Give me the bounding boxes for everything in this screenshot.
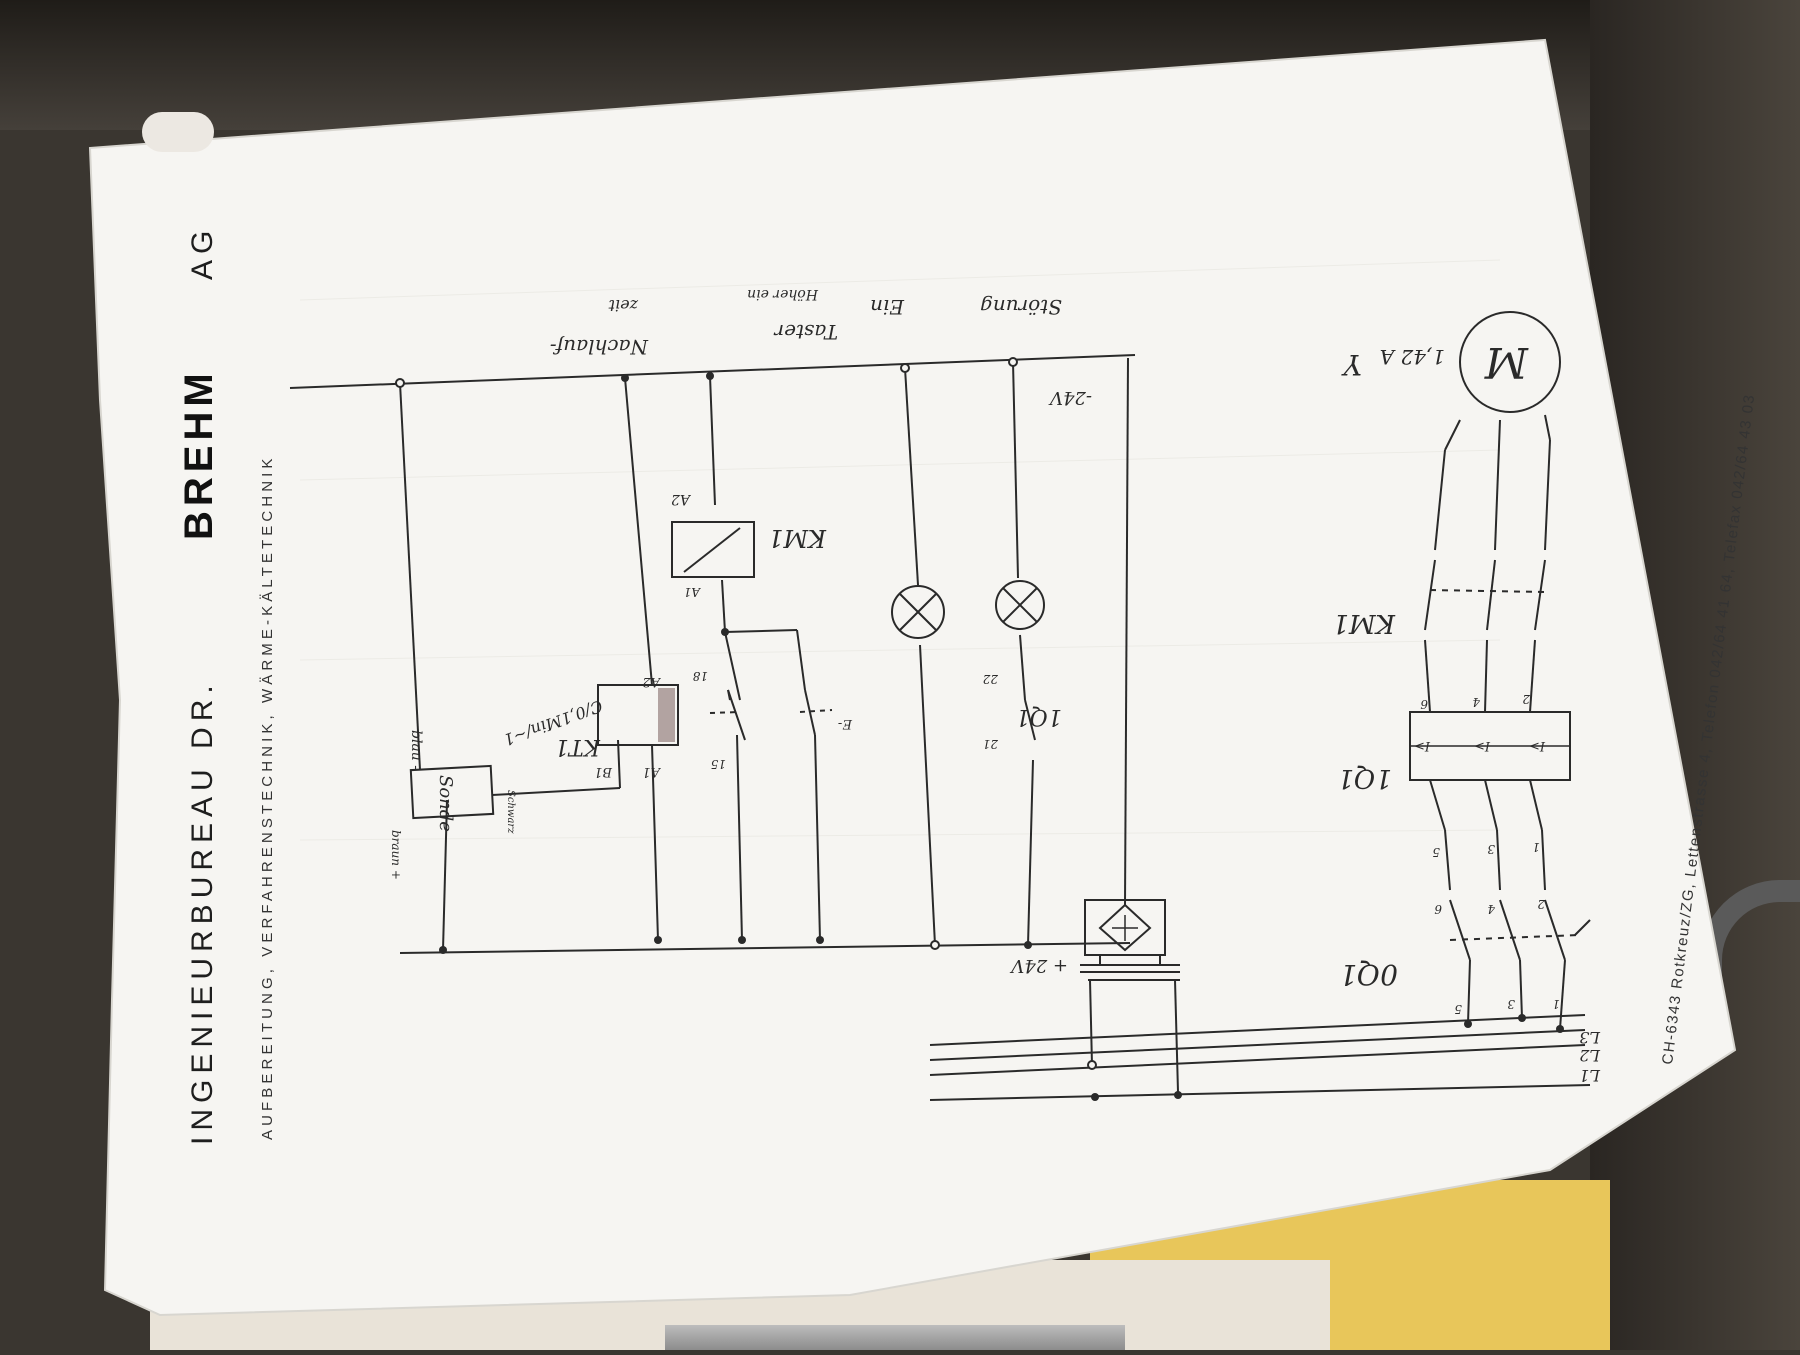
q1-t2: 2	[1522, 692, 1531, 706]
oq1-t6: 6	[1434, 902, 1442, 916]
taster-label: Taster	[773, 320, 838, 344]
q1-i1: I>	[1414, 738, 1431, 753]
kt1-hatch	[658, 688, 675, 742]
power-lines	[929, 1014, 1591, 1101]
kt1-b1-label: B1	[594, 764, 613, 779]
paper-lines	[299, 259, 1501, 841]
q1-i3: I>	[1529, 738, 1546, 753]
l3-label: L3	[1579, 1028, 1601, 1047]
km1-a1-label: A1	[684, 585, 701, 599]
junction-dots	[395, 357, 1032, 954]
stoerung-lamp	[995, 580, 1045, 630]
oq1-label: 0Q1	[1339, 958, 1398, 991]
metal-strip	[665, 1325, 1125, 1350]
hoher-ein-label: Höher ein	[747, 286, 819, 302]
braun-label: braun +	[389, 830, 403, 880]
q1-t3: 3	[1487, 842, 1495, 856]
km1-contacts-label: KM1	[1332, 608, 1396, 638]
motor-star: Y	[1341, 348, 1362, 381]
kt1-box	[597, 684, 679, 746]
l1-label: L1	[1579, 1066, 1601, 1085]
stoerung-label: Störung	[980, 295, 1062, 319]
plus-24v-label: + 24V	[1009, 955, 1068, 976]
oq1-t3: 3	[1507, 997, 1515, 1011]
q1-breaker	[1409, 711, 1571, 781]
motor-label: M	[1484, 338, 1529, 387]
contact-21-label: 21	[983, 737, 999, 751]
contact-22-label: 22	[983, 672, 999, 686]
oq1-t5: 5	[1454, 1002, 1462, 1016]
main-circuit	[1424, 414, 1591, 1030]
kt1-a1-label: A1	[642, 764, 661, 779]
q1-main-label: 1Q1	[1338, 763, 1392, 793]
paper	[88, 38, 1737, 1317]
company-prefix: INGENIEURBUREAU DR.	[186, 679, 219, 1145]
q1-t6: 6	[1420, 697, 1428, 711]
sonde-label: Sonde	[435, 775, 456, 832]
km1-a2-label: A2	[671, 491, 692, 507]
nachlauf-label: Nachlauf-	[550, 335, 649, 359]
q1-t1: 1	[1532, 840, 1540, 854]
motor-symbol	[1459, 311, 1561, 413]
km1-coil-box	[671, 521, 755, 578]
kt1-a2-label: A2	[642, 674, 661, 689]
services-line: AUFBEREITUNG, VERFAHRENSTECHNIK, WÄRME-K…	[259, 454, 276, 1140]
km1-coil-diagonal	[683, 527, 741, 573]
e-mark-label: E-	[838, 716, 853, 731]
l2-label: L2	[1579, 1046, 1601, 1065]
control-circuit	[289, 354, 1136, 954]
oq1-t2: 2	[1537, 897, 1546, 911]
oq1-t1: 1	[1552, 997, 1560, 1011]
transformer	[1080, 955, 1180, 1093]
motor-rating: 1,42 A	[1380, 345, 1445, 369]
q1-t4: 4	[1472, 695, 1481, 709]
minus-24v-label: -24V	[1048, 387, 1092, 408]
oq1-t4: 4	[1487, 902, 1496, 916]
contact-15-label: 15	[711, 757, 726, 771]
company-suffix: AG	[186, 225, 219, 280]
ein-lamp	[891, 585, 945, 639]
blau-label: blau -	[408, 730, 424, 770]
power-nodes	[1087, 1014, 1564, 1101]
q1-aux-label: 1Q1	[1016, 704, 1062, 729]
q1-i2: I>	[1474, 738, 1491, 753]
sonde-box	[409, 764, 495, 820]
schwarz-label: Schwarz	[505, 790, 516, 834]
company-name: BREHM	[177, 368, 221, 540]
zeit-label: zeit	[608, 296, 639, 315]
rectifier	[1084, 899, 1166, 956]
ein-label: Ein	[870, 295, 905, 319]
paper-clip	[142, 112, 214, 152]
q1-t5: 5	[1432, 845, 1440, 859]
contact-18-label: 18	[692, 669, 708, 683]
km1-coil-label: KM1	[768, 524, 827, 552]
kt1-label: KT1	[555, 734, 601, 759]
